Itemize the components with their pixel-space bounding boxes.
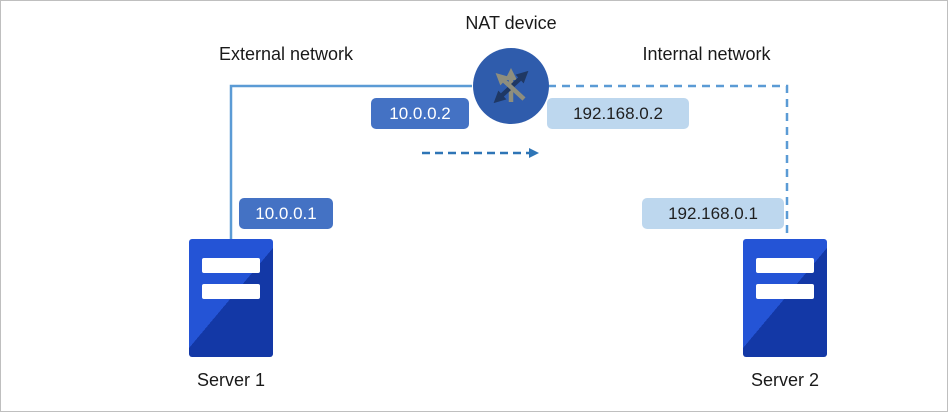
router-icon [473, 48, 549, 124]
badge-nat-internal-ip: 192.168.0.2 [547, 98, 689, 129]
server2-icon [743, 239, 827, 357]
server1-icon [189, 239, 273, 357]
internal-network-label: Internal network [642, 44, 771, 64]
badge-server2-ip: 192.168.0.1 [642, 198, 784, 229]
server-bar-icon [202, 284, 260, 299]
badge-nat-external-ip: 10.0.0.2 [371, 98, 469, 129]
server-bar-icon [202, 258, 260, 273]
server-bar-icon [756, 258, 814, 273]
badge-server1-ip: 10.0.0.1 [239, 198, 333, 229]
nat-device-label: NAT device [465, 13, 557, 33]
internal-connection-line [548, 84, 789, 241]
router-cross-arrow-icon [495, 72, 526, 101]
server-bar-icon [756, 284, 814, 299]
external-connection-line [229, 84, 472, 241]
server1-label: Server 1 [196, 370, 266, 390]
external-network-label: External network [218, 44, 354, 64]
server2-label: Server 2 [750, 370, 820, 390]
